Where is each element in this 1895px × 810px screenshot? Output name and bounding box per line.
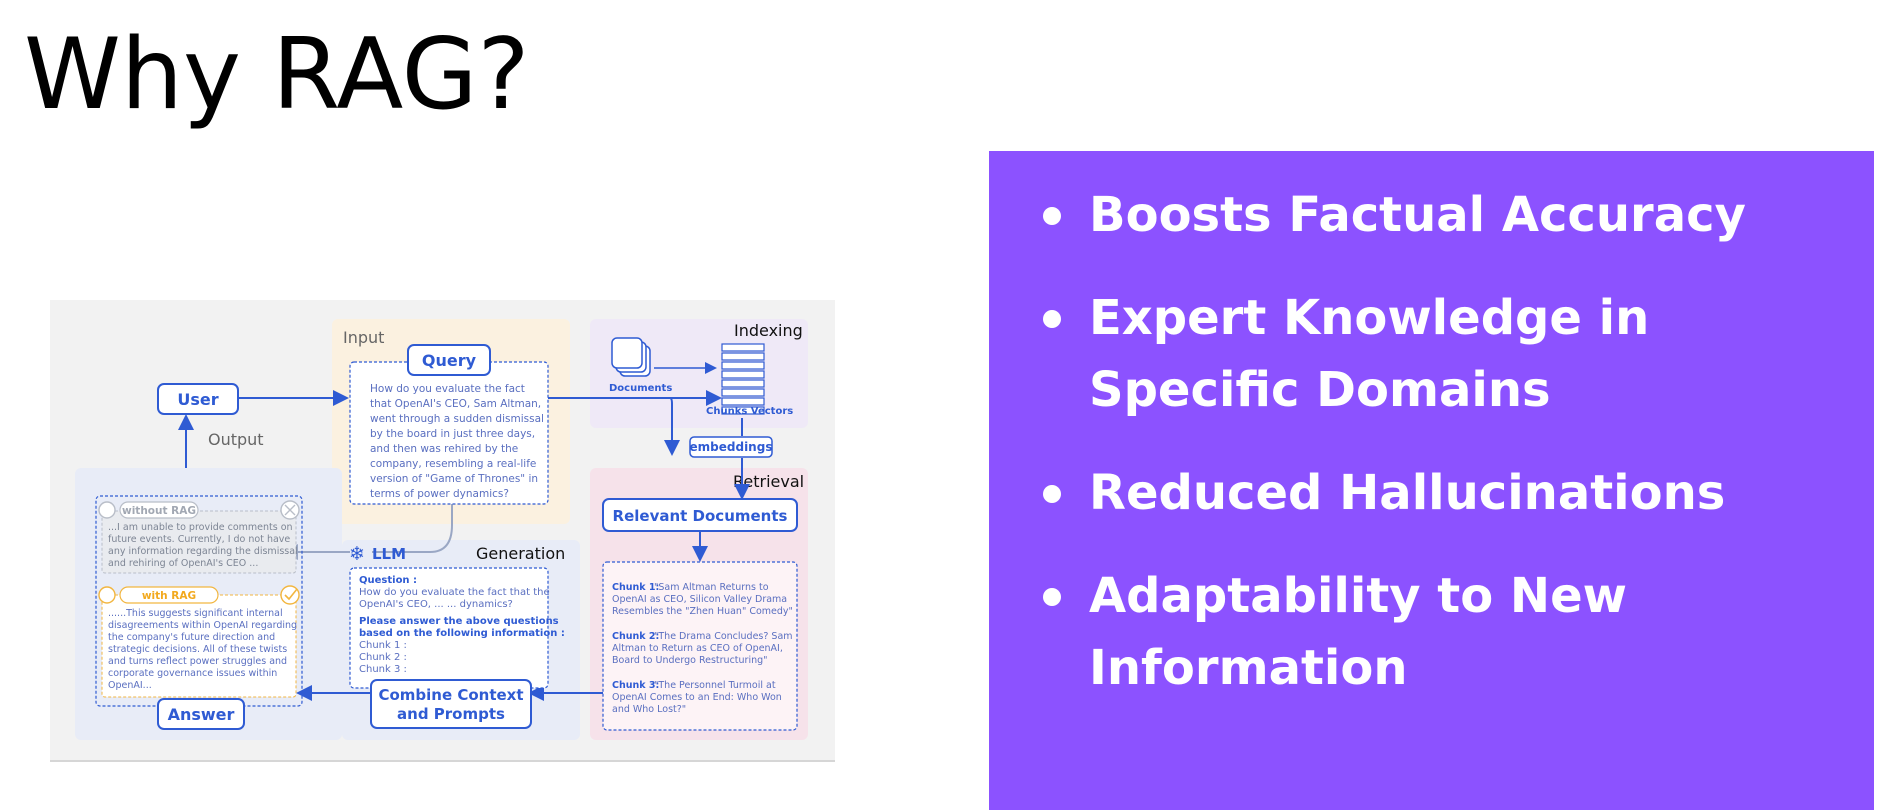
query-line: and then was rehired by the (370, 443, 518, 455)
benefit-text: Adaptability to New Information (1089, 568, 1627, 696)
without-rag-label: without RAG (122, 505, 196, 517)
page-title: Why RAG? (24, 18, 530, 132)
sad-face-icon (98, 501, 116, 519)
benefit-item: Boosts Factual Accuracy (1043, 179, 1863, 251)
without-rag-text: ...I am unable to provide comments on fu… (108, 522, 298, 569)
benefit-item: Reduced Hallucinations (1043, 457, 1863, 529)
query-text: How do you evaluate the fact that OpenAI… (370, 383, 544, 500)
llm-label: LLM (372, 545, 406, 563)
without-rag-line: any information regarding the dismissal (108, 546, 298, 557)
chunk-list-item: Chunk 2 : (359, 652, 407, 663)
query-line: by the board in just three days, (370, 428, 535, 440)
snowflake-icon: ❄ (349, 543, 365, 565)
combine-label-line1: Combine Context (378, 686, 523, 704)
with-rag-box (101, 594, 297, 698)
chunks-text: Chunk 1: "Sam Altman Returns to OpenAI a… (612, 582, 793, 715)
relevant-documents-node (602, 498, 798, 532)
rag-diagram: Input Indexing Retrieval Output Generati… (50, 300, 835, 762)
benefits-panel: Boosts Factual Accuracy Expert Knowledge… (989, 151, 1874, 810)
embeddings-node (689, 436, 773, 458)
without-rag-line: future events. Currently, I do not have (108, 534, 290, 545)
user-node (157, 383, 239, 415)
query-line: terms of power dynamics? (370, 488, 509, 500)
benefit-item: Adaptability to New Information (1043, 560, 1863, 704)
chunk1-line: "Sam Altman Returns to (654, 582, 769, 593)
query-line: How do you evaluate the fact (370, 383, 525, 395)
output-label: Output (208, 430, 264, 449)
question-line: OpenAI's CEO, ... ... dynamics? (359, 599, 513, 610)
question-line: How do you evaluate the fact that the (359, 587, 550, 598)
with-rag-line: ......This suggests significant internal (108, 608, 283, 619)
instruction-line: Please answer the above questions (359, 616, 559, 627)
benefit-text: Expert Knowledge in Specific Domains (1089, 290, 1650, 418)
chunk2-line: Altman to Return as CEO of OpenAI, (612, 643, 783, 654)
query-line: company, resembling a real-life (370, 458, 536, 470)
relevant-documents-label: Relevant Documents (613, 507, 788, 525)
query-line: went through a sudden dismissal (370, 413, 544, 425)
chunk3-line: and Who Lost?" (612, 704, 686, 715)
chunks-vectors-icon (721, 343, 765, 415)
chunk3-label: Chunk 3: (612, 680, 659, 691)
chunk-list-item: Chunk 3 : (359, 664, 407, 675)
without-rag-line: ...I am unable to provide comments on (108, 522, 293, 533)
bullet-dot (1043, 310, 1061, 328)
with-rag-line: disagreements within OpenAI regarding (108, 620, 297, 631)
prompt-text: Question : How do you evaluate the fact … (359, 575, 565, 675)
chunk-list-item: Chunk 1 : (359, 640, 407, 651)
generation-label: Generation (476, 544, 565, 563)
chunk2-line: Board to Undergo Restructuring" (612, 655, 768, 666)
bullet-dot (1043, 207, 1061, 225)
chunk2-line: "The Drama Concludes? Sam (654, 631, 793, 642)
question-label: Question : (359, 575, 417, 586)
chunk3-line: OpenAI Comes to an End: Who Won (612, 692, 782, 703)
embeddings-label: embeddings (690, 440, 773, 454)
benefit-text: Boosts Factual Accuracy (1089, 187, 1746, 243)
combine-node (370, 679, 532, 729)
input-label: Input (343, 328, 384, 347)
query-label: Query (422, 351, 477, 370)
rag-diagram-svg: Input Indexing Retrieval Output Generati… (75, 319, 808, 740)
chunk1-line: OpenAI as CEO, Silicon Valley Drama (612, 594, 787, 605)
happy-face-icon (98, 586, 116, 604)
with-rag-line: strategic decisions. All of these twists (108, 644, 287, 655)
answer-node (157, 698, 245, 730)
prompt-box (349, 567, 549, 689)
indexing-label: Indexing (734, 321, 803, 340)
chunks-vectors-label: Chunks Vectors (706, 406, 793, 417)
documents-icon (611, 337, 651, 377)
chunks-box (602, 561, 798, 731)
query-line: that OpenAI's CEO, Sam Altman, (370, 398, 541, 410)
bullet-dot (1043, 485, 1061, 503)
benefits-list: Boosts Factual Accuracy Expert Knowledge… (989, 151, 1874, 704)
with-rag-line: OpenAI... (108, 680, 152, 691)
without-rag-tag (119, 501, 199, 519)
chunk1-line: Resembles the "Zhen Huan" Comedy" (612, 606, 793, 617)
instruction-line: based on the following information : (359, 628, 565, 639)
benefit-item: Expert Knowledge in Specific Domains (1043, 282, 1863, 426)
documents-label: Documents (609, 383, 672, 394)
with-rag-label: with RAG (142, 590, 196, 602)
with-rag-line: the company's future direction and (108, 632, 275, 643)
answer-label: Answer (168, 705, 235, 724)
with-rag-text: ......This suggests significant internal… (108, 608, 297, 691)
without-rag-line: and rehiring of OpenAI's CEO ... (108, 558, 258, 569)
without-rag-box (101, 510, 297, 574)
chunk2-label: Chunk 2: (612, 631, 659, 642)
retrieval-label: Retrieval (733, 472, 804, 491)
chunk3-line: "The Personnel Turmoil at (654, 680, 776, 691)
check-icon (280, 585, 300, 605)
query-line: version of "Game of Thrones" in (370, 473, 538, 485)
query-node (407, 344, 491, 376)
with-rag-line: and turns reflect power struggles and (108, 656, 287, 667)
combine-label-line2: and Prompts (397, 705, 505, 723)
bullet-dot (1043, 588, 1061, 606)
with-rag-line: corporate governance issues within (108, 668, 277, 679)
user-label: User (177, 390, 218, 409)
chunk1-label: Chunk 1: (612, 582, 659, 593)
benefit-text: Reduced Hallucinations (1089, 465, 1726, 521)
with-rag-tag (119, 586, 219, 604)
